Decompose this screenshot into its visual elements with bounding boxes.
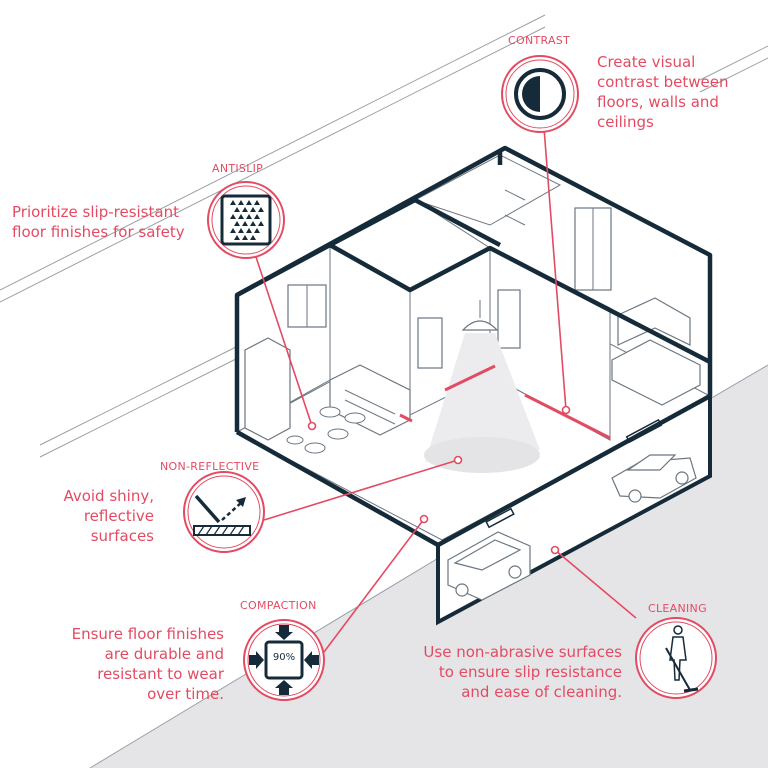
garage-light (485, 507, 515, 529)
cleaning-text-line: and ease of cleaning. (461, 683, 622, 701)
street-line (0, 14, 546, 291)
cleaning-badge (635, 617, 717, 699)
leader-lines (255, 127, 637, 653)
non-reflective-text-line: surfaces (90, 527, 154, 545)
cleaning-leader-dot (550, 545, 560, 555)
contrast-text-line: floors, walls and (597, 93, 719, 111)
contrast-label: CONTRAST (508, 34, 571, 47)
car (611, 454, 697, 503)
bed (611, 339, 701, 406)
cleaning-text-line: Use non-abrasive surfaces (423, 643, 622, 661)
half-circle-contrast-icon (514, 68, 566, 120)
compaction-value: 90% (272, 652, 296, 663)
street-line (699, 45, 768, 81)
compaction-leader (323, 518, 425, 653)
antislip-label: ANTISLIP (212, 162, 264, 175)
contrast-floor-edge (524, 393, 611, 440)
footprints (286, 406, 366, 454)
compaction-text-line: resistant to wear (97, 665, 224, 683)
contrast-badge (501, 55, 579, 133)
contrast-leader (543, 127, 567, 411)
pendant-lamp (461, 320, 499, 331)
cleaning-text-line: to ensure slip resistance (438, 663, 622, 681)
compaction-badge (243, 619, 325, 701)
antislip-leader (255, 256, 313, 427)
antislip-badge (207, 181, 285, 259)
cleaning-label: CLEANING (648, 602, 707, 615)
street-line (699, 57, 768, 93)
counter-drawer (344, 399, 396, 425)
house-outline (234, 145, 713, 548)
non-reflective-badge (183, 471, 265, 553)
contrast-text-line: contrast between (597, 73, 729, 91)
cleaning-leader (554, 549, 637, 619)
contrast-text-line: ceilings (597, 113, 654, 131)
compaction-label: COMPACTION (240, 599, 317, 612)
non-reflective-leader-dot (453, 455, 463, 465)
antislip-text-line: Prioritize slip-resistant (12, 203, 179, 221)
street-line (39, 356, 241, 458)
door (497, 289, 521, 349)
bed-headboard (617, 297, 691, 346)
garage (436, 392, 712, 626)
counter-drawer (344, 389, 396, 415)
mopping-person-icon (665, 625, 699, 693)
antislip-description: Prioritize slip-resistant floor finishes… (12, 202, 185, 242)
compaction-description: Ensure floor finishes are durable and re… (20, 624, 224, 704)
street-line (39, 344, 241, 446)
contrast-floor-edge (399, 413, 413, 423)
door (417, 317, 443, 369)
non-reflective-text-line: reflective (83, 507, 154, 525)
non-reflective-leader (263, 459, 459, 521)
compaction-leader-dot (419, 514, 429, 524)
compaction-arrows-icon (249, 625, 319, 695)
shelf (504, 214, 526, 226)
contrast-description: Create visual contrast between floors, w… (597, 52, 729, 132)
non-reflective-description: Avoid shiny, reflective surfaces (30, 486, 154, 546)
refrigerator (244, 337, 291, 441)
light-cone (425, 333, 540, 462)
reflection-arrow-icon (193, 494, 251, 536)
wall-closet (413, 154, 562, 226)
shelf (504, 189, 526, 201)
antislip-leader-dot (307, 421, 317, 431)
compaction-text-line: are durable and (104, 645, 224, 663)
light-spot (424, 437, 540, 473)
non-reflective-text-line: Avoid shiny, (63, 487, 154, 505)
triangle-texture-icon (220, 194, 272, 246)
contrast-leader-dot (561, 405, 571, 415)
antislip-text-line: floor finishes for safety (12, 223, 185, 241)
cleaning-description: Use non-abrasive surfaces to ensure slip… (400, 642, 622, 702)
street-line (0, 26, 546, 303)
contrast-floor-edge (444, 364, 496, 392)
van (447, 531, 531, 601)
compaction-text-line: over time. (147, 685, 224, 703)
non-reflective-label: NON-REFLECTIVE (160, 460, 260, 473)
contrast-text-line: Create visual (597, 53, 696, 71)
compaction-text-line: Ensure floor finishes (71, 625, 224, 643)
